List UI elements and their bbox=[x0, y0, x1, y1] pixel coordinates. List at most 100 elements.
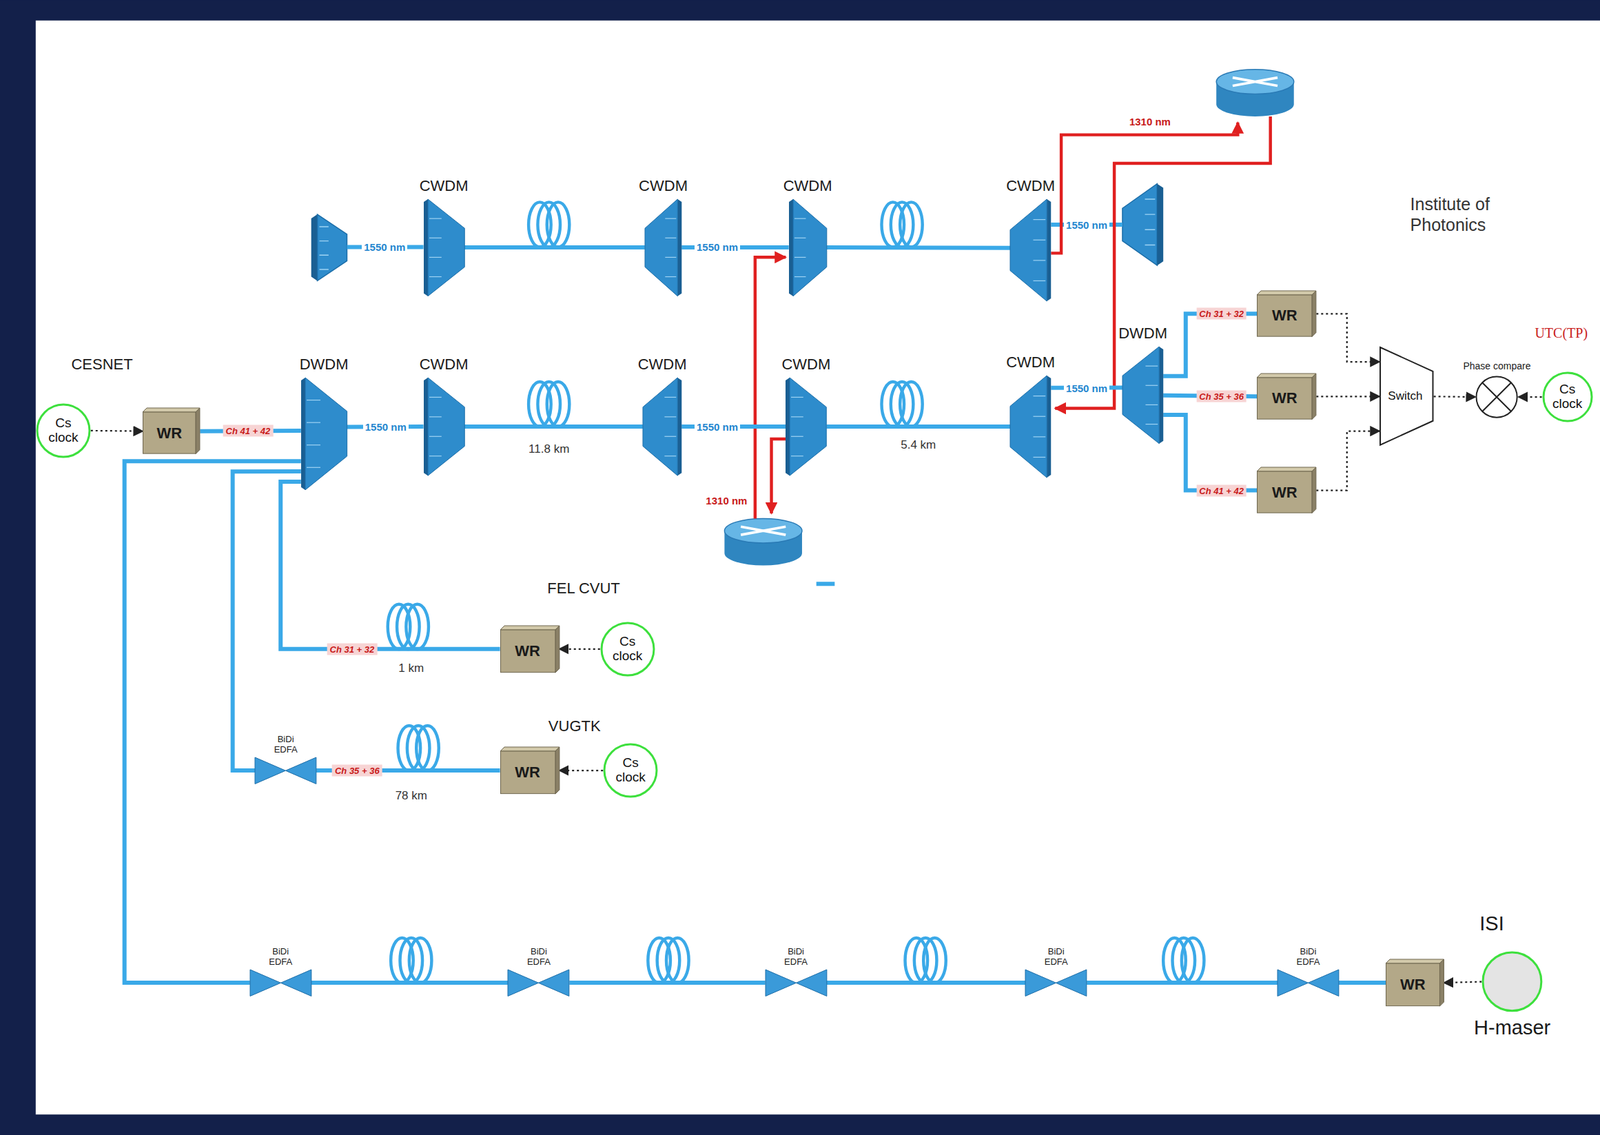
fiber-spool bbox=[1163, 937, 1204, 983]
edfa-shape bbox=[1277, 969, 1339, 997]
node-label: CWDM bbox=[638, 355, 687, 374]
edfa-shape bbox=[254, 757, 317, 785]
node-label: DWDM bbox=[1118, 324, 1168, 343]
node-label: Cs clock bbox=[612, 634, 643, 664]
hydrogen-maser: H-maser bbox=[1481, 950, 1543, 1013]
mux-shape bbox=[642, 377, 682, 476]
node-label: WR bbox=[514, 642, 541, 661]
annotation-label: 1550 nm bbox=[361, 241, 408, 253]
fiber-link bbox=[464, 245, 645, 250]
annotation-label: 1310 nm bbox=[1127, 115, 1173, 128]
edge-label: 1550 nm bbox=[694, 421, 741, 433]
node-label: BiDi EDFA bbox=[1044, 946, 1069, 967]
white-rabbit-switch: WR bbox=[1385, 959, 1444, 1007]
annotation-label: ISI bbox=[1479, 912, 1504, 936]
fiber-spool bbox=[528, 201, 570, 247]
node-label: BiDi EDFA bbox=[268, 946, 293, 967]
bidi-edfa-amplifier: BiDi EDFA bbox=[507, 969, 570, 997]
edge-label: 1550 nm bbox=[1063, 381, 1110, 394]
router-icon bbox=[1216, 69, 1295, 117]
signal-arrow bbox=[1518, 396, 1543, 398]
annotation-label: FEL CVUT bbox=[547, 579, 621, 598]
edge-label: 1550 nm bbox=[694, 241, 741, 253]
fiber-link bbox=[124, 460, 302, 983]
bidi-edfa-amplifier: BiDi EDFA bbox=[254, 757, 317, 785]
mux-shape bbox=[423, 199, 465, 297]
node-label: BiDi EDFA bbox=[527, 946, 551, 967]
fiber-spool bbox=[905, 937, 947, 983]
mux-shape bbox=[788, 199, 827, 297]
cesium-clock: Cs clock bbox=[1542, 371, 1594, 423]
edge-label: Ch 31 + 32 bbox=[1196, 308, 1247, 320]
cesium-clock: Cs clock bbox=[35, 403, 91, 459]
signal-arrow bbox=[559, 769, 604, 772]
fiber-link bbox=[464, 424, 643, 429]
edge-label: Ch 41 + 42 bbox=[223, 424, 274, 437]
signal-arrow bbox=[90, 429, 144, 433]
white-rabbit-switch: WR bbox=[500, 625, 560, 673]
phase-comparator: Phase compare bbox=[1475, 375, 1519, 419]
node-label: DWDM bbox=[299, 355, 349, 374]
edge-label: Ch 31 + 32 bbox=[327, 642, 378, 655]
fiber-link bbox=[1163, 414, 1257, 491]
fiber-link bbox=[232, 471, 302, 771]
wdm-multiplexer: CWDM bbox=[1010, 199, 1051, 302]
node-label: WR bbox=[1272, 306, 1298, 325]
node-label: CWDM bbox=[419, 355, 469, 374]
edge-label: Ch 35 + 36 bbox=[1196, 390, 1247, 403]
fiber-link bbox=[569, 980, 765, 985]
signal-arrow bbox=[1443, 981, 1482, 983]
node-label: CWDM bbox=[1006, 353, 1055, 372]
mux-shape bbox=[423, 377, 465, 476]
node-label: BiDi EDFA bbox=[1296, 946, 1320, 967]
node-label: CWDM bbox=[638, 177, 688, 196]
annotation-label: 5.4 km bbox=[900, 438, 936, 453]
cesium-clock: Cs clock bbox=[602, 742, 659, 798]
signal-arrow bbox=[1316, 431, 1380, 491]
fiber-link bbox=[826, 245, 1011, 251]
node-label: CWDM bbox=[419, 177, 469, 196]
bidi-edfa-amplifier: BiDi EDFA bbox=[1025, 969, 1087, 997]
phase-shape bbox=[1475, 375, 1519, 419]
node-label: WR bbox=[1272, 389, 1298, 408]
mux-shape bbox=[785, 377, 827, 476]
fiber-spool bbox=[647, 937, 689, 983]
node-label: BiDi EDFA bbox=[274, 734, 298, 755]
bidi-edfa-amplifier: BiDi EDFA bbox=[250, 969, 312, 997]
white-panel bbox=[35, 20, 1600, 1115]
signal-arrow bbox=[1316, 313, 1380, 362]
bidi-edfa-amplifier: BiDi EDFA bbox=[1277, 969, 1339, 997]
fiber-line bbox=[346, 224, 1122, 584]
white-rabbit-switch: WR bbox=[142, 407, 200, 455]
wdm-multiplexer: CWDM bbox=[642, 377, 682, 476]
white-rabbit-switch: WR bbox=[500, 746, 560, 794]
fiber-link bbox=[280, 481, 500, 650]
wdm-multiplexer: CWDM bbox=[1010, 375, 1051, 478]
annotation-label: 1310 nm bbox=[703, 494, 750, 506]
fiber-spool bbox=[528, 381, 570, 427]
edfa-shape bbox=[765, 969, 827, 997]
wdm-multiplexer: CWDM bbox=[785, 377, 827, 476]
demultiplexer-right bbox=[1122, 183, 1164, 266]
fiber-link bbox=[826, 424, 1011, 429]
node-label: Cs clock bbox=[616, 755, 646, 785]
signal-arrow bbox=[559, 648, 601, 650]
annotation-label: 1550 nm bbox=[1063, 218, 1110, 231]
signal-arrow bbox=[1316, 395, 1380, 397]
mux-shape bbox=[1122, 346, 1164, 444]
node-label: WR bbox=[1272, 483, 1298, 502]
wdm-multiplexer: CWDM bbox=[423, 377, 465, 476]
annotation-label: 11.8 km bbox=[528, 442, 570, 457]
node-label: Switch bbox=[1387, 389, 1423, 404]
fiber-link bbox=[1086, 980, 1278, 985]
edfa-shape bbox=[1025, 969, 1087, 997]
fiber-link bbox=[826, 980, 1026, 985]
fiber-link bbox=[311, 980, 509, 985]
edge-label: Ch 35 + 36 bbox=[332, 764, 383, 777]
annotation-label: Institute of Photonics bbox=[1410, 193, 1521, 235]
node-label: Cs clock bbox=[48, 416, 78, 446]
mux-shape bbox=[1010, 199, 1051, 302]
fiber-link bbox=[1338, 980, 1386, 985]
node-label: Cs clock bbox=[1552, 382, 1583, 412]
